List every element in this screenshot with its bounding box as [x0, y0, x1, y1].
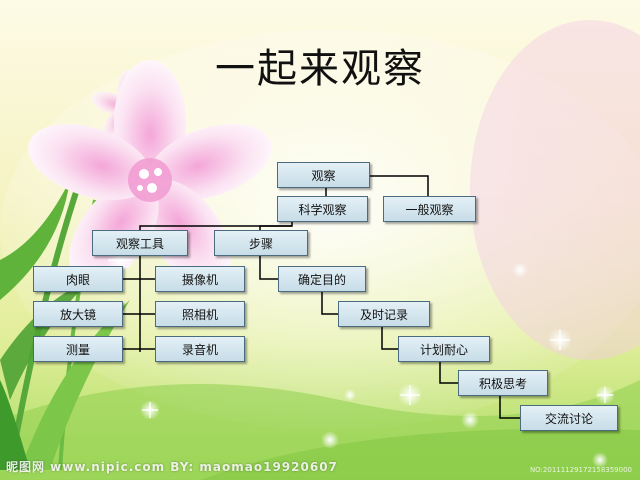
node-plan-patience: 计划耐心: [398, 336, 490, 362]
node-video-camera: 摄像机: [155, 266, 245, 292]
node-exchange-discuss: 交流讨论: [520, 405, 618, 431]
node-general-observation: 一般观察: [383, 196, 476, 222]
node-steps: 步骤: [214, 230, 308, 256]
node-scientific-observation: 科学观察: [277, 196, 368, 222]
node-measure: 测量: [33, 336, 123, 362]
node-active-thinking: 积极思考: [458, 370, 548, 396]
node-timely-record: 及时记录: [338, 301, 430, 327]
watermark-left: 昵图网 www.nipic.com BY: maomao19920607: [6, 460, 338, 474]
node-naked-eye: 肉眼: [33, 266, 123, 292]
node-observe: 观察: [277, 162, 370, 188]
node-observation-tools: 观察工具: [92, 230, 188, 256]
node-recorder: 录音机: [155, 336, 245, 362]
node-photo-camera: 照相机: [155, 301, 245, 327]
page-title: 一起来观察: [215, 46, 425, 92]
watermark-right: NO:20111129172158359000: [529, 466, 632, 474]
node-magnifier: 放大镜: [33, 301, 123, 327]
node-define-purpose: 确定目的: [278, 266, 366, 292]
